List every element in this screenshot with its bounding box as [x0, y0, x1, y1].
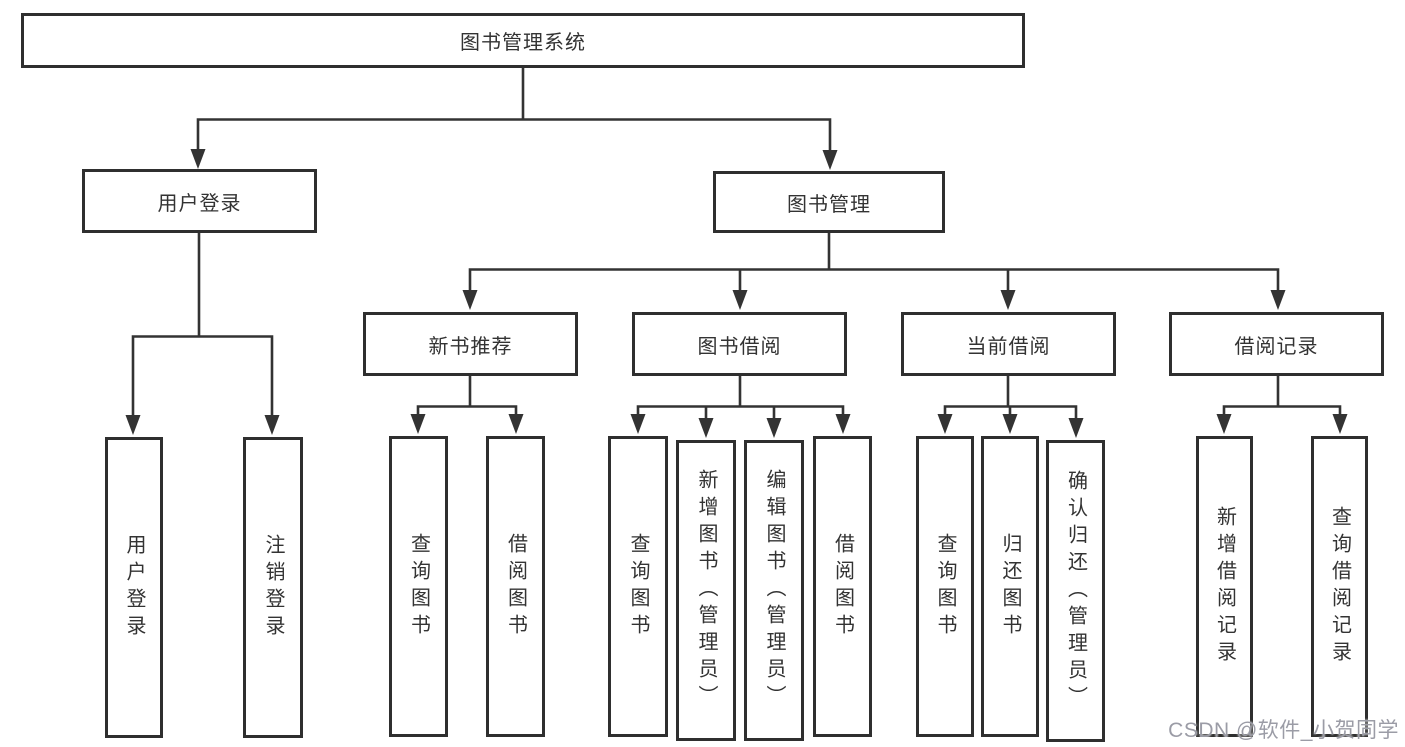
node-user-login: 用户登录: [82, 169, 317, 233]
connector-level2-branch: [196, 118, 832, 156]
csdn-watermark: CSDN @软件_小贺同学: [1168, 719, 1399, 742]
arrow-to-new-books: [462, 290, 478, 310]
leaf-add-borrow-record: 新增借阅记录: [1196, 436, 1253, 737]
leaf-query-books-borrow: 查询图书: [608, 436, 668, 737]
connector-borrow-records-subtree: [1222, 376, 1342, 418]
leaf-query-books-current: 查询图书: [916, 436, 974, 737]
arrow-to-book-borrow: [732, 290, 748, 310]
arrow-to-borrow-records: [1270, 290, 1286, 310]
connector-user-login-subtree: [131, 232, 274, 418]
connector-book-borrow-subtree: [636, 376, 845, 422]
node-current-borrow: 当前借阅: [901, 312, 1116, 376]
arrow-to-book-mgmt: [822, 150, 838, 170]
node-new-books: 新书推荐: [363, 312, 578, 376]
arrow-leaf: [766, 418, 782, 438]
leaf-borrow-books-new: 借阅图书: [486, 436, 545, 737]
arrow-leaf: [698, 418, 714, 438]
node-root: 图书管理系统: [21, 13, 1025, 68]
arrow-leaf: [1332, 414, 1348, 434]
arrow-to-leaf-logout: [264, 415, 280, 435]
arrow-to-user-login: [190, 149, 206, 169]
arrow-leaf: [1216, 414, 1232, 434]
node-book-mgmt: 图书管理: [713, 171, 945, 233]
leaf-confirm-return-admin: 确认归还（管理员）: [1046, 440, 1105, 742]
arrow-to-leaf-login: [125, 415, 141, 435]
arrow-leaf: [1002, 414, 1018, 434]
leaf-logout: 注销登录: [243, 437, 303, 738]
leaf-query-books-new: 查询图书: [389, 436, 448, 737]
arrow-leaf: [835, 414, 851, 434]
leaf-borrow-books: 借阅图书: [813, 436, 872, 737]
arrow-leaf: [410, 414, 426, 434]
leaf-user-login: 用户登录: [105, 437, 163, 738]
node-book-borrow: 图书借阅: [632, 312, 847, 376]
leaf-edit-books-admin: 编辑图书（管理员）: [744, 440, 804, 741]
arrow-leaf: [937, 414, 953, 434]
leaf-return-books: 归还图书: [981, 436, 1039, 737]
leaf-query-borrow-record: 查询借阅记录: [1311, 436, 1368, 737]
arrow-leaf: [630, 414, 646, 434]
arrow-to-current-borrow: [1000, 290, 1016, 310]
connector-level3-branch: [468, 233, 1280, 294]
node-borrow-records: 借阅记录: [1169, 312, 1384, 376]
arrow-leaf: [508, 414, 524, 434]
leaf-add-books-admin: 新增图书（管理员）: [676, 440, 736, 741]
connector-new-books-subtree: [416, 376, 518, 418]
arrow-leaf: [1068, 418, 1084, 438]
